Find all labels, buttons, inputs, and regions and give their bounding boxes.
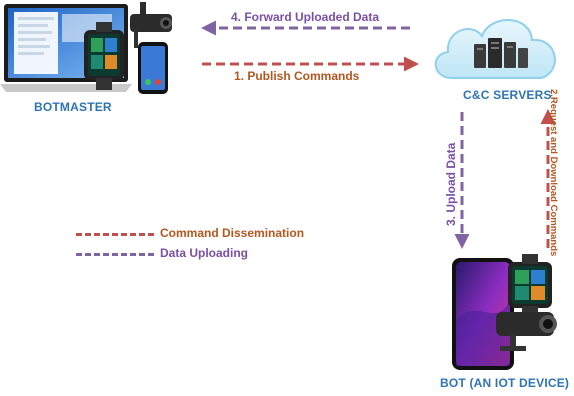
legend-data-swatch <box>76 253 154 256</box>
bot-label: BOT (AN IOT DEVICE) <box>440 376 570 390</box>
legend-command-label: Command Dissemination <box>160 226 305 240</box>
publish-commands-label: 1. Publish Commands <box>234 69 360 83</box>
forward-uploaded-data-label: 4. Forward Uploaded Data <box>231 10 380 24</box>
bot-device-icon <box>452 254 557 370</box>
request-download-commands-label: 2.Request and Download Commands <box>548 89 559 257</box>
legend-data-label: Data Uploading <box>160 246 249 260</box>
legend-command-swatch <box>76 233 154 236</box>
cc-servers-label: C&C SERVERS <box>463 88 552 102</box>
botmaster-icon <box>0 2 172 94</box>
cloud-servers-icon <box>434 19 556 79</box>
upload-data-label: 3. Upload Data <box>444 142 458 226</box>
botmaster-label: BOTMASTER <box>34 100 112 114</box>
